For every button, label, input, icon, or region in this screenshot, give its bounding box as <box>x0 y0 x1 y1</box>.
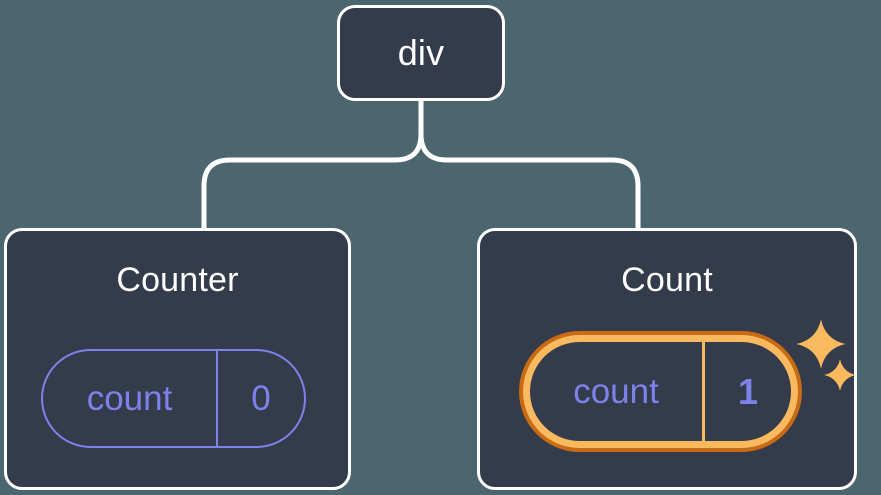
node-div[interactable]: div <box>337 5 505 101</box>
state-pill-counter-divider <box>216 351 218 446</box>
state-pill-count-value: 1 <box>737 370 759 412</box>
state-pill-counter-key: count <box>86 378 173 418</box>
state-pill-count-body: count 1 <box>530 342 791 441</box>
node-counter-label: Counter <box>116 261 239 299</box>
node-count-label: Count <box>621 261 713 299</box>
sparkle-small-icon <box>824 359 856 391</box>
state-pill-count[interactable]: count 1 <box>519 331 802 452</box>
state-pill-count-key: count <box>573 371 659 411</box>
sparkle-large-icon <box>796 319 846 369</box>
sparkle-group <box>795 318 865 398</box>
node-div-label: div <box>397 32 445 73</box>
state-pill-count-inner-ring: count 1 <box>523 335 798 448</box>
connector-to-right-child <box>418 97 641 231</box>
state-pill-counter[interactable]: count 0 <box>41 349 306 448</box>
state-pill-counter-value: 0 <box>251 378 271 418</box>
state-pill-count-outer-ring: count 1 <box>519 331 802 452</box>
state-pill-counter-body: count 0 <box>41 349 306 448</box>
state-pill-count-divider <box>702 342 705 441</box>
connector-to-left-child <box>201 97 424 231</box>
